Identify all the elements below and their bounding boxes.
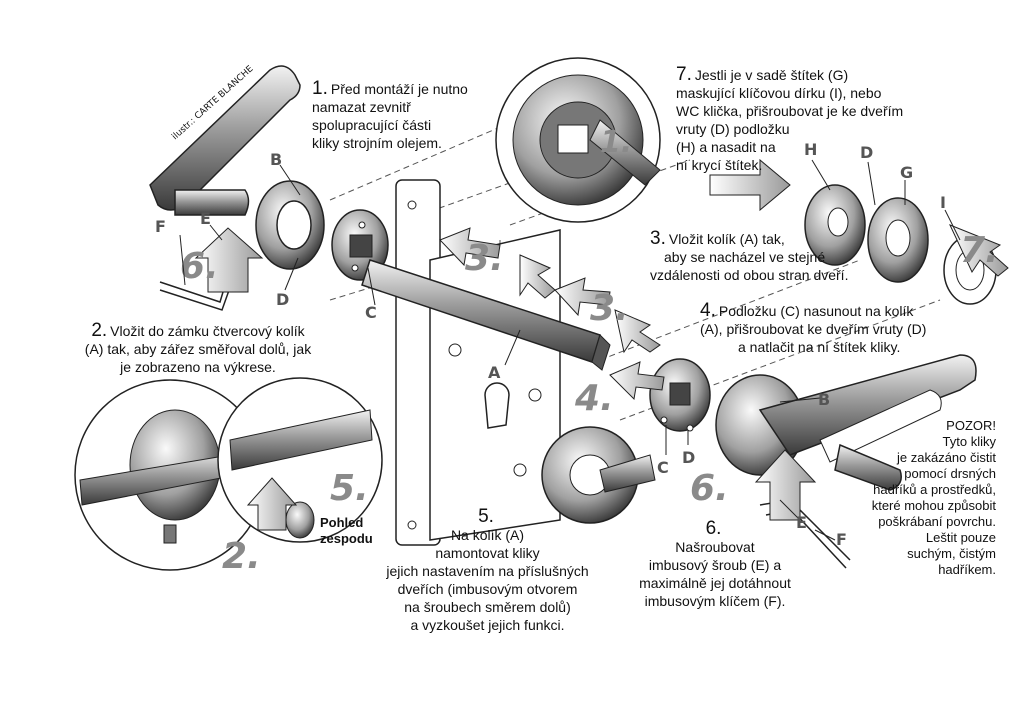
step-5-number: 5. [478, 506, 494, 527]
step-2-line-1: Vložit do zámku čtvercový kolík [110, 323, 305, 339]
part-label-D-top: D [860, 143, 873, 162]
part-label-G: G [900, 163, 913, 182]
leader-lines [179, 159, 961, 541]
warning-line-7: Leštit pouze [925, 530, 996, 545]
part-label-F-right: F [836, 530, 847, 549]
handle-right [715, 354, 977, 491]
warning-line-8: suchým, čistým [907, 546, 996, 561]
step-5-line-2: namontovat kliky [435, 545, 540, 561]
detail-circle-lower-left [74, 379, 266, 571]
part-label-E-right: E [796, 513, 807, 532]
warning-text: POZOR! Tyto kliky je zakázáno čistit pom… [850, 418, 996, 578]
step-mark-3a: 3. [465, 238, 504, 279]
step-6-line-3: maximálně jej dotáhnout [639, 575, 791, 591]
step-mark-4: 4. [574, 378, 614, 419]
warning-line-1: Tyto kliky [942, 434, 996, 449]
part-label-C-left: C [365, 303, 377, 322]
step-7-number: 7. [676, 64, 692, 85]
step-5-line-6: a vyzkoušet jejich funkci. [410, 617, 565, 633]
step-7-line-4: vruty (D) podložku [676, 121, 790, 137]
part-label-D-right: D [682, 448, 695, 467]
lock-body [395, 179, 561, 546]
up-arrow-bottom-view [246, 477, 298, 531]
part-label-D-left: D [276, 290, 289, 309]
step-1-line-2: namazat zevnitř [312, 99, 411, 115]
step-5-line-5: na šroubech směrem dolů) [404, 599, 571, 615]
step-5-line-3: jejich nastavením na příslušných [386, 563, 589, 579]
step-3-text: 3.Vložit kolík (A) tak, aby se nacházel … [650, 228, 865, 284]
step-mark-5: 5. [330, 468, 369, 509]
part-label-B-left: B [270, 150, 282, 169]
warning-line-3: pomocí drsných [904, 466, 996, 481]
detail-circle-top [495, 57, 661, 223]
step-3-line-2: aby se nacházel ve stejné [664, 249, 826, 265]
escutcheon-set [804, 184, 997, 305]
part-label-I: I [940, 193, 946, 212]
step-mark-3b: 3. [590, 288, 629, 329]
step-1-number: 1. [312, 78, 328, 99]
part-label-E-left: E [200, 209, 211, 228]
step-6-text: 6. Našroubovat imbusový šroub (E) a maxi… [625, 518, 805, 610]
step-5-text: 5. Na kolík (A) namontovat kliky jejich … [355, 506, 620, 634]
step-2-line-3: je zobrazeno na výkrese. [120, 359, 276, 375]
step-mark-2: 2. [222, 536, 261, 577]
step-4-line-2: (A), přišroubovat ke dveřím vruty (D) [700, 321, 927, 337]
rose-plate-right [649, 358, 711, 432]
step-6-line-4: imbusovým klíčem (F). [644, 593, 786, 609]
bottom-view-label-line-1: Pohled [320, 515, 364, 530]
step-7-line-1: Jestli je v sadě štítek (G) [694, 67, 849, 83]
step-1-line-3: spolupracující části [312, 117, 432, 133]
warning-line-9: hadříkem. [938, 562, 996, 577]
step-6-line-2: imbusový šroub (E) a [648, 557, 782, 573]
step-mark-6a: 6. [180, 246, 219, 287]
step-6-number: 6. [705, 518, 722, 539]
step-6-line-1: Našroubovat [675, 539, 755, 555]
step-3-line-1: Vložit kolík (A) tak, [668, 231, 785, 247]
step-7-line-3: WC klička, přišroubovat je ke dveřím [676, 103, 904, 119]
handle-left [149, 65, 325, 270]
step-3-line-3: vzdálenosti od obou stran dveří. [650, 267, 849, 283]
direction-arrows [439, 158, 1009, 401]
warning-line-6: poškrábaní povrchu. [878, 514, 996, 529]
part-label-C-right: C [657, 458, 669, 477]
step-4-line-1: Podložku (C) nasunout na kolík [718, 303, 914, 319]
step-mark-6b: 6. [690, 468, 729, 509]
step-7-line-2: maskující klíčovou dírku (I), nebo [676, 85, 882, 101]
part-label-H: H [804, 140, 817, 159]
step-7-text: 7.Jestli je v sadě štítek (G) maskující … [676, 64, 946, 174]
warning-line-2: je zakázáno čistit [897, 450, 996, 465]
step-1-line-4: kliky strojním olejem. [312, 135, 442, 151]
step-1-line-1: Před montáží je nutno [330, 81, 468, 97]
step-2-line-2: (A) tak, aby zářez směřoval dolů, jak [84, 341, 312, 357]
square-spindle [361, 259, 611, 371]
warning-line-4: hadříků a prostředků, [873, 482, 996, 497]
step-mark-7: 7. [960, 230, 999, 271]
part-label-B-right: B [818, 390, 830, 409]
step-5-line-4: dveřích (imbusovým otvorem [397, 581, 578, 597]
step-1-text: 1.Před montáží je nutno namazat zevnitř … [312, 78, 502, 152]
step-mark-1: 1. [600, 125, 632, 160]
step-4-text: 4.Podložku (C) nasunout na kolík (A), př… [700, 300, 950, 356]
bottom-view-label: Pohled zespodu [320, 515, 390, 547]
up-arrow-left [194, 227, 264, 293]
warning-title: POZOR! [946, 418, 996, 433]
up-arrow-right [754, 449, 817, 521]
step-3-number: 3. [650, 228, 666, 249]
step-2-number: 2. [91, 320, 108, 341]
part-label-A: A [488, 363, 501, 382]
warning-line-5: které mohou způsobit [871, 498, 996, 513]
detail-circle-bottom [541, 426, 656, 524]
step-4-line-3: a natlačit na ní štítek kliky. [738, 339, 901, 355]
step-7-line-6: ní krycí štítek. [676, 157, 763, 173]
step-7-line-5: (H) a nasadit na [676, 139, 776, 155]
bottom-view-label-line-2: zespodu [320, 531, 373, 546]
step-2-text: 2.Vložit do zámku čtvercový kolík (A) ta… [48, 320, 348, 376]
part-label-F-left: F [155, 217, 166, 236]
step-4-number: 4. [700, 300, 716, 321]
step-5-line-1: Na kolík (A) [450, 527, 525, 543]
